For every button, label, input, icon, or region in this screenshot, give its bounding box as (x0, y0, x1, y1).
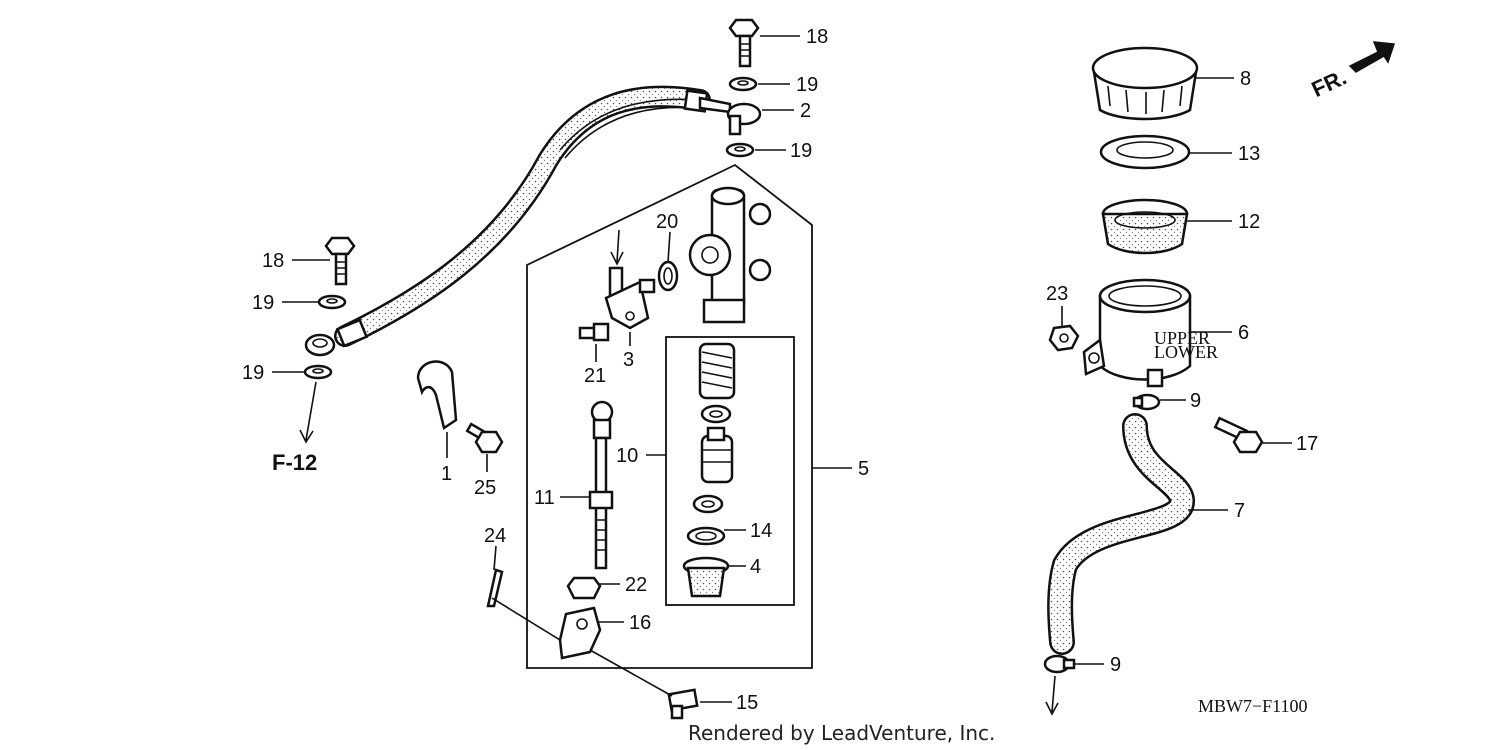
callout-9: 9 (1110, 654, 1121, 676)
clamp-9-upper (1132, 393, 1161, 411)
callout-23: 23 (1046, 283, 1068, 305)
callout-15: 15 (736, 692, 758, 714)
credit-text: Rendered by LeadVenture, Inc. (688, 721, 995, 745)
nut-22 (566, 576, 602, 600)
o-ring-20 (657, 260, 679, 292)
assembly-5-outline (526, 163, 813, 669)
leader-lines (272, 35, 1292, 703)
callout-4: 4 (750, 556, 761, 578)
callout-11: 11 (534, 487, 555, 509)
circlip-14 (686, 526, 726, 546)
bolt-18-upper (728, 18, 760, 68)
callout-5: 5 (858, 458, 869, 480)
hose-clamp-1 (416, 360, 458, 431)
reservoir-upper-mark: UPPER (1154, 328, 1210, 348)
bolt-18-left (324, 236, 356, 286)
callout-19: 19 (796, 74, 818, 96)
callout-20: 20 (656, 211, 678, 233)
seal-10a (700, 404, 732, 424)
callout-18: 18 (262, 250, 284, 272)
joint-3 (604, 266, 656, 330)
callout-25: 25 (474, 477, 496, 499)
washer-19-a (728, 76, 758, 92)
diagram-code: MBW7−F1100 (1198, 696, 1308, 716)
washer-19-d (303, 364, 333, 380)
boot-4 (682, 556, 730, 598)
callout-19: 19 (252, 292, 274, 314)
bolt-17 (1213, 416, 1264, 454)
diaphragm-12 (1101, 198, 1189, 255)
callout-6: 6 (1238, 322, 1249, 344)
banjo-fitting-upper (726, 102, 762, 136)
flow-arrow-icon (1045, 675, 1059, 716)
callout-16: 16 (629, 612, 651, 634)
callout-14: 14 (750, 520, 772, 542)
callout-2: 2 (800, 100, 811, 122)
piston-10 (700, 426, 734, 484)
callout-7: 7 (1234, 500, 1245, 522)
flow-arrow-icon (299, 381, 317, 444)
washer-19-c (317, 294, 347, 310)
front-arrow-icon (1348, 41, 1396, 73)
callout-19: 19 (242, 362, 264, 384)
callout-3: 3 (623, 349, 634, 371)
spring-10 (698, 342, 736, 400)
callout-13: 13 (1238, 143, 1260, 165)
clevis-16 (558, 606, 602, 660)
callout-10: 10 (616, 445, 638, 467)
pin-15 (667, 688, 699, 720)
callout-9: 9 (1190, 390, 1201, 412)
clamp-9-lower (1043, 654, 1076, 674)
callout-19: 19 (790, 140, 812, 162)
callout-17: 17 (1296, 433, 1318, 455)
flow-arrow-icon (610, 229, 624, 266)
reservoir-lower-mark: LOWER (1154, 342, 1218, 362)
callout-18: 18 (806, 26, 828, 48)
bolt-25 (465, 422, 504, 454)
cotter-pin-24 (486, 568, 504, 608)
assembly-10-box (665, 336, 795, 606)
reservoir-hose-7 (1047, 413, 1195, 655)
callout-22: 22 (625, 574, 647, 596)
master-cylinder-body (688, 186, 772, 324)
washer-19-b (725, 142, 755, 158)
reservoir-6: UPPER LOWER (1082, 278, 1218, 388)
front-marker: FR. (1308, 64, 1351, 102)
push-rod-11 (588, 400, 614, 570)
nut-23 (1048, 324, 1080, 352)
pin-path-line (491, 597, 673, 697)
diaphragm-plate-13 (1099, 134, 1191, 170)
callout-8: 8 (1240, 68, 1251, 90)
reference-f12: F-12 (272, 450, 317, 475)
callout-21: 21 (584, 365, 606, 387)
banjo-fitting-lower (304, 333, 336, 357)
callout-24: 24 (484, 525, 506, 547)
callout-12: 12 (1238, 211, 1260, 233)
screw-21 (578, 322, 610, 342)
callout-1: 1 (441, 463, 452, 485)
seal-10b (692, 494, 724, 514)
cap-8 (1091, 46, 1199, 121)
